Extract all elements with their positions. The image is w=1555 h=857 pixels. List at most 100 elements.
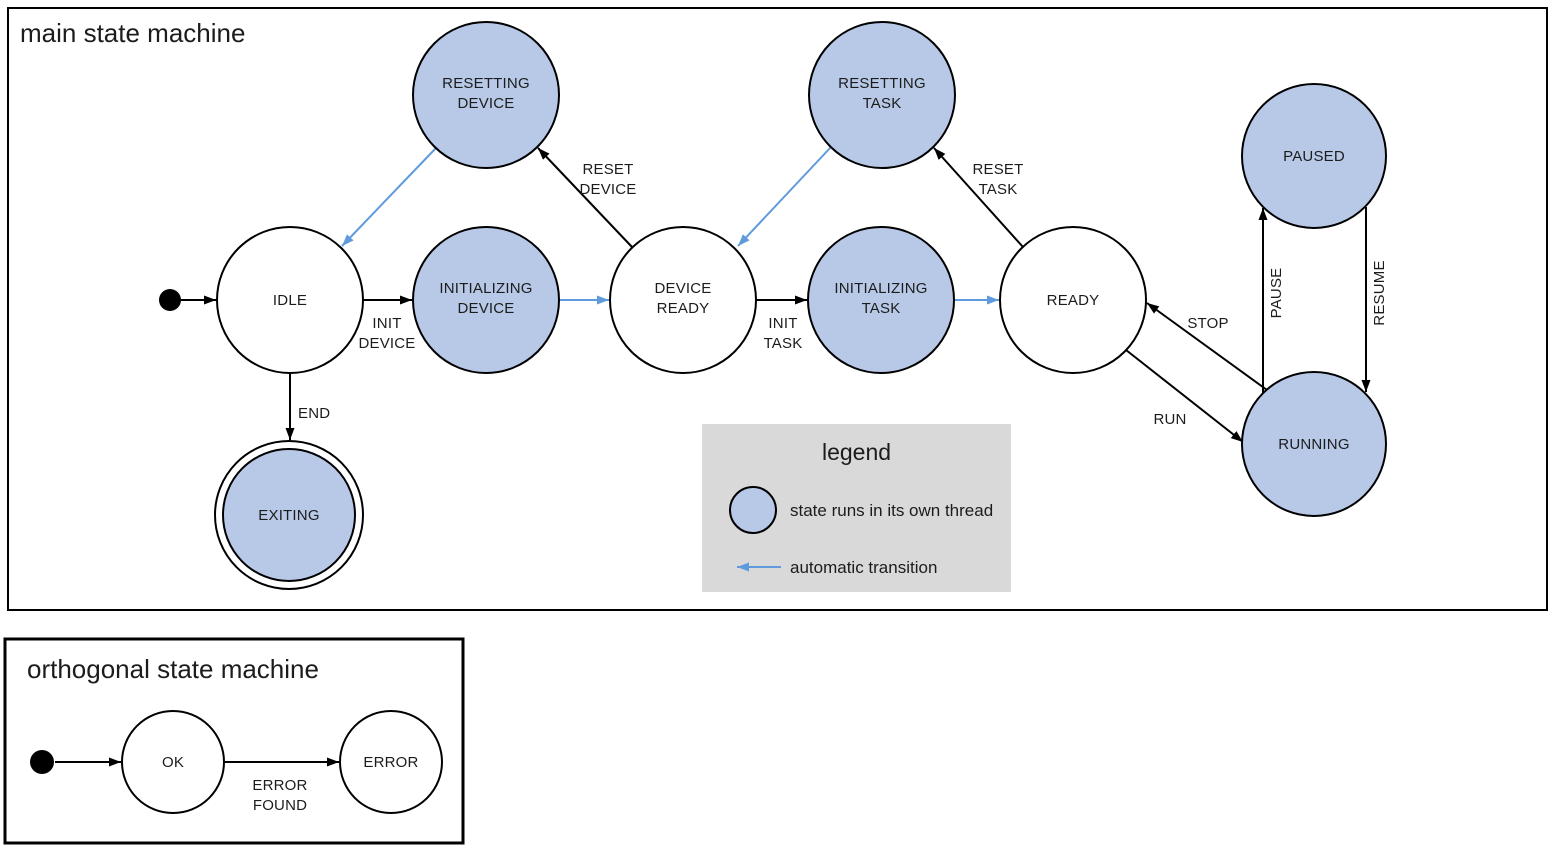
legend-item-label: state runs in its own thread — [790, 501, 993, 520]
transition-ready-to-resetting-task — [933, 147, 1024, 248]
state-label-running: RUNNING — [1278, 436, 1349, 453]
state-label-error: ERROR — [363, 754, 418, 771]
legend-title: legend — [822, 439, 891, 465]
state-node-resetting-device: RESETTING DEVICE — [412, 21, 560, 169]
transition-running-to-ready-stop — [1146, 302, 1268, 391]
transition-resetting-device-to-idle-auto — [341, 147, 437, 247]
orthogonal-machine-title: orthogonal state machine — [27, 654, 319, 684]
state-label-line: DEVICE — [457, 95, 514, 112]
state-node-error: ERROR — [339, 710, 443, 814]
transition-label-running-to-paused-pause: PAUSE — [1268, 268, 1285, 319]
state-node-device-ready: DEVICE READY — [609, 226, 757, 374]
state-label-line: PAUSED — [1283, 148, 1345, 165]
transition-label-line: TASK — [979, 181, 1018, 198]
state-label-line: OK — [162, 754, 184, 771]
transition-label-line: RESET — [582, 161, 633, 178]
transition-label-ready-to-running-run: RUN — [1153, 411, 1186, 428]
state-node-initial — [159, 289, 181, 311]
state-label-line: RESETTING — [442, 75, 530, 92]
state-label-line: EXITING — [258, 507, 319, 524]
state-label-line: TASK — [863, 95, 902, 112]
frames-layer: main state machine orthogonal state machi… — [3, 7, 1548, 845]
transition-label-line: DEVICE — [358, 335, 415, 352]
state-circle — [999, 226, 1147, 374]
state-label-paused: PAUSED — [1283, 148, 1345, 165]
state-label-line: DEVICE — [654, 280, 711, 297]
main-machine-title: main state machine — [20, 18, 245, 48]
state-circle — [339, 710, 443, 814]
state-label-line: TASK — [862, 300, 901, 317]
state-label-initializing-device: INITIALIZING DEVICE — [439, 280, 532, 317]
transitions-layer: INIT DEVICE RESET DEVICE INIT TASK RESET TASK ST… — [55, 146, 1388, 814]
state-node-initial — [30, 750, 54, 774]
transition-label-line: STOP — [1187, 315, 1228, 332]
state-circle — [1241, 83, 1387, 229]
transition-resetting-task-to-device-ready-auto — [737, 146, 832, 247]
transition-label-line: TASK — [764, 335, 803, 352]
state-label-line: INITIALIZING — [439, 280, 532, 297]
state-label-ok: OK — [162, 754, 184, 771]
state-label-line: ERROR — [363, 754, 418, 771]
state-node-paused: PAUSED — [1241, 83, 1387, 229]
orthogonal-machine-frame — [3, 637, 465, 845]
state-label-resetting-device: RESETTING DEVICE — [442, 75, 530, 112]
state-label-line: RUNNING — [1278, 436, 1349, 453]
state-label-idle: IDLE — [273, 292, 307, 309]
state-node-initializing-task: INITIALIZING TASK — [807, 226, 955, 374]
transition-label-line: INIT — [768, 315, 797, 332]
transition-ready-to-running-run — [1125, 349, 1244, 443]
transition-label-device-ready-to-initializing-task: INIT TASK — [764, 315, 803, 352]
legend-layer: legend state runs in its own thread automa… — [702, 424, 1011, 592]
transition-label-line: INIT — [372, 315, 401, 332]
transition-label-running-to-ready-stop: STOP — [1187, 315, 1228, 332]
state-node-initializing-device: INITIALIZING DEVICE — [412, 226, 560, 374]
transition-label-device-ready-to-resetting-device: RESET DEVICE — [579, 161, 636, 198]
transition-label-line: ERROR — [252, 777, 307, 794]
state-node-idle: IDLE — [216, 226, 364, 374]
initial-state-dot — [30, 750, 54, 774]
state-circle — [222, 448, 356, 582]
transition-label-idle-to-initializing-device: INIT DEVICE — [358, 315, 415, 352]
legend-item-label: automatic transition — [790, 558, 937, 577]
transition-label-line: RESET — [972, 161, 1023, 178]
transition-device-ready-to-resetting-device — [537, 147, 633, 248]
state-label-device-ready: DEVICE READY — [654, 280, 711, 317]
state-node-ready: READY — [999, 226, 1147, 374]
transition-label-idle-to-exiting-end: END — [298, 405, 330, 422]
state-node-running: RUNNING — [1241, 371, 1387, 517]
state-node-ok: OK — [121, 710, 225, 814]
state-circle — [412, 21, 560, 169]
transition-label-ready-to-resetting-task: RESET TASK — [972, 161, 1023, 198]
state-node-resetting-task: RESETTING TASK — [808, 21, 956, 169]
transition-label-line: DEVICE — [579, 181, 636, 198]
state-circle — [121, 710, 225, 814]
state-circle — [808, 21, 956, 169]
initial-state-dot — [159, 289, 181, 311]
transition-label-line: RUN — [1153, 411, 1186, 428]
state-label-line: READY — [657, 300, 710, 317]
state-label-ready: READY — [1047, 292, 1100, 309]
transition-label-line: RESUME — [1371, 260, 1388, 325]
state-circle — [807, 226, 955, 374]
state-label-line: DEVICE — [457, 300, 514, 317]
transition-label-ok-to-error: ERROR FOUND — [252, 777, 307, 814]
transition-label-line: PAUSE — [1268, 268, 1285, 319]
transition-label-line: FOUND — [253, 797, 307, 814]
threaded-state-swatch-icon — [729, 486, 777, 534]
state-circle — [1241, 371, 1387, 517]
state-label-line: RESETTING — [838, 75, 926, 92]
state-label-initializing-task: INITIALIZING TASK — [834, 280, 927, 317]
state-circle — [412, 226, 560, 374]
transition-label-line: END — [298, 405, 330, 422]
state-label-line: IDLE — [273, 292, 307, 309]
state-node-exiting: EXITING — [214, 440, 364, 590]
transition-label-paused-to-running-resume: RESUME — [1371, 260, 1388, 325]
main-machine-frame — [7, 7, 1548, 611]
state-label-line: INITIALIZING — [834, 280, 927, 297]
state-circle — [216, 226, 364, 374]
state-circle — [609, 226, 757, 374]
state-label-exiting: EXITING — [258, 507, 319, 524]
